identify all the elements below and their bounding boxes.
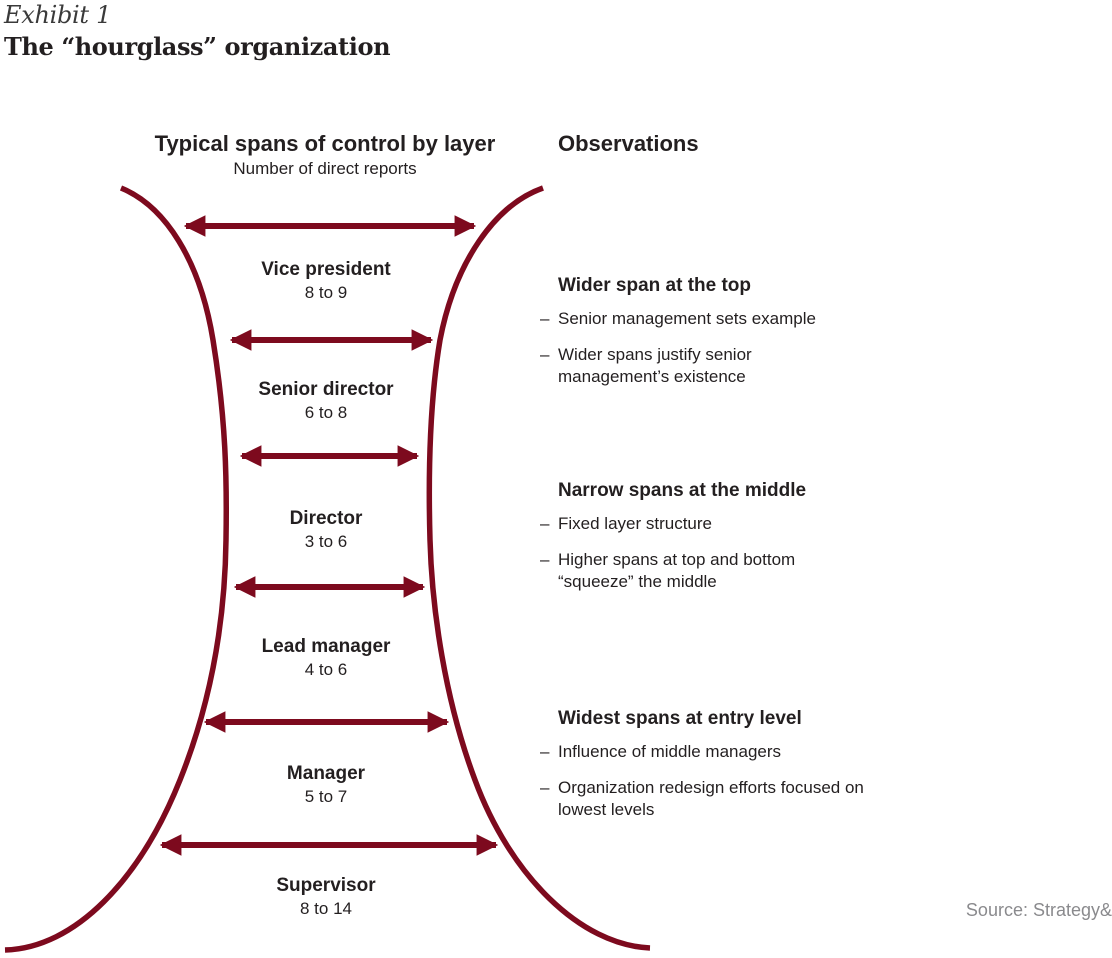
layer-span: 8 to 9 <box>304 283 348 302</box>
observation-wider-span-top: Wider span at the top – Senior managemen… <box>540 274 940 402</box>
bullet-dash-icon: – <box>540 742 550 761</box>
layer-name: Manager <box>286 763 366 784</box>
observation-text: Wider spans justify senior management’s … <box>558 345 752 386</box>
hourglass-right-curve <box>426 185 651 951</box>
layer-name: Supervisor <box>276 875 376 896</box>
bullet-dash-icon: – <box>540 778 550 797</box>
layer-span: 6 to 8 <box>304 403 348 422</box>
bullet-dash-icon: – <box>540 309 550 328</box>
observation-text: Influence of middle managers <box>558 742 782 761</box>
spans-column-subtitle: Number of direct reports <box>233 159 417 178</box>
layer-span: 8 to 14 <box>300 899 352 918</box>
layer-supervisor: Supervisor 8 to 14 <box>166 874 486 920</box>
layer-span: 4 to 6 <box>304 660 348 679</box>
layer-span: 3 to 6 <box>304 532 348 551</box>
observation-item: – Wider spans justify senior management’… <box>540 344 798 388</box>
observation-text: Higher spans at top and bottom “squeeze”… <box>558 550 796 591</box>
observation-title: Widest spans at entry level <box>558 708 802 729</box>
layer-vice-president: Vice president 8 to 9 <box>166 258 486 304</box>
observation-widest-spans-entry: Widest spans at entry level – Influence … <box>540 707 940 835</box>
observation-item: – Influence of middle managers <box>540 741 940 763</box>
layer-director: Director 3 to 6 <box>166 507 486 553</box>
layer-name: Director <box>289 508 363 529</box>
observation-item: – Organization redesign efforts focused … <box>540 777 908 821</box>
observation-text: Fixed layer structure <box>558 514 712 533</box>
observation-text: Organization redesign efforts focused on… <box>558 778 864 819</box>
source-note: Source: Strategy& <box>965 900 1112 920</box>
bullet-dash-icon: – <box>540 345 550 364</box>
observation-title: Narrow spans at the middle <box>558 480 807 501</box>
layer-span: 5 to 7 <box>304 787 348 806</box>
bullet-dash-icon: – <box>540 550 550 569</box>
observation-text: Senior management sets example <box>558 309 816 328</box>
observation-narrow-spans-middle: Narrow spans at the middle – Fixed layer… <box>540 479 940 607</box>
observation-item: – Higher spans at top and bottom “squeez… <box>540 549 858 593</box>
observation-item: – Fixed layer structure <box>540 513 940 535</box>
layer-name: Senior director <box>258 379 394 400</box>
observations-column-title: Observations <box>558 131 699 156</box>
observation-item: – Senior management sets example <box>540 308 940 330</box>
layer-lead-manager: Lead manager 4 to 6 <box>166 635 486 681</box>
layer-name: Lead manager <box>261 636 391 657</box>
exhibit-label: Exhibit 1 <box>4 1 112 29</box>
exhibit-title: The “hourglass” organization <box>4 32 391 61</box>
layer-name: Vice president <box>261 259 391 280</box>
spans-column-title: Typical spans of control by layer <box>154 131 496 156</box>
layer-manager: Manager 5 to 7 <box>166 762 486 808</box>
observation-title: Wider span at the top <box>558 275 752 296</box>
bullet-dash-icon: – <box>540 514 550 533</box>
hourglass-left-curve <box>4 185 230 953</box>
layer-senior-director: Senior director 6 to 8 <box>166 378 486 424</box>
